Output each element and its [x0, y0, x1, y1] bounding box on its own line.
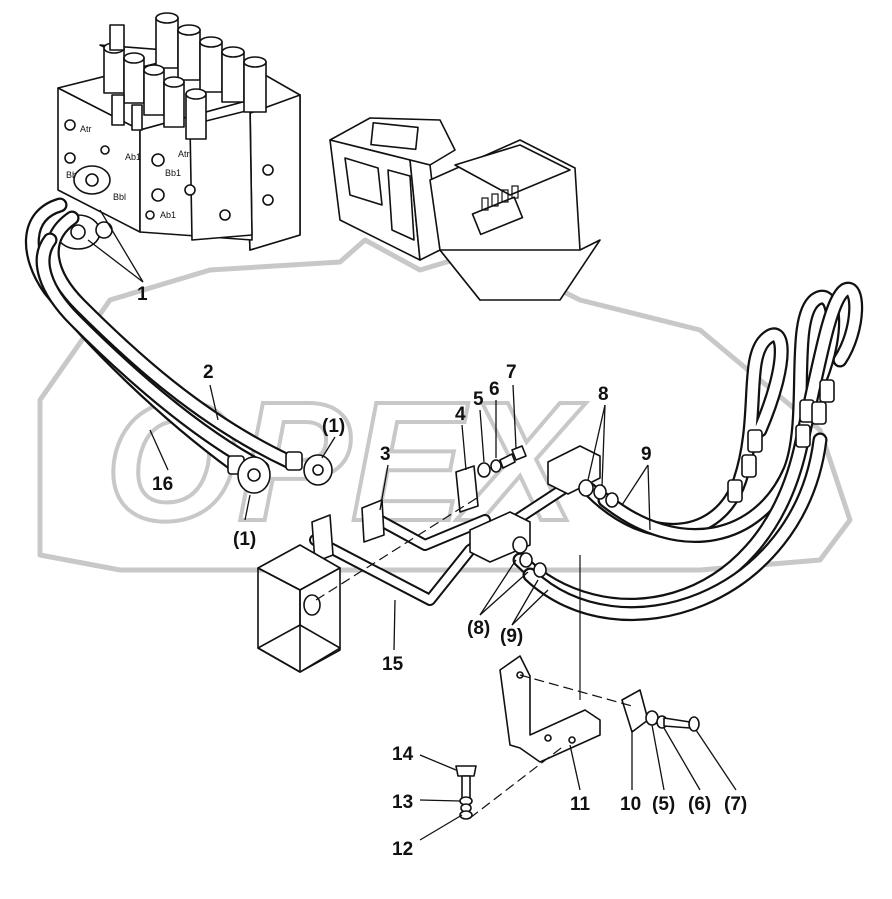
callout-7-paren: (7) — [724, 794, 747, 815]
callout-1: 1 — [137, 284, 148, 305]
port-label-3: Ab1 — [125, 152, 141, 162]
port-label-2: Atr — [178, 149, 190, 159]
bolt-stack — [455, 765, 477, 820]
valve-ports — [64, 119, 274, 221]
callout-5: 5 — [473, 389, 484, 410]
callout-9-paren: (9) — [500, 626, 523, 647]
callout-13: 13 — [392, 792, 413, 813]
hose-fittings — [512, 379, 835, 578]
support-bracket — [257, 544, 341, 673]
lower-bracket — [499, 655, 700, 763]
excavator-machine — [329, 117, 601, 301]
callout-10: 10 — [620, 794, 641, 815]
callout-4: 4 — [455, 404, 466, 425]
hoses-right — [512, 281, 864, 622]
callout-8-paren: (8) — [467, 618, 490, 639]
callout-6: 6 — [489, 379, 500, 400]
callout-14: 14 — [392, 744, 414, 765]
callout-numbers: 1 2 16 (1) (1) 3 4 5 6 7 8 9 15 (8) (9) … — [137, 284, 747, 860]
callout-5-paren: (5) — [652, 794, 675, 815]
callout-15: 15 — [382, 654, 404, 675]
assembly-lines — [315, 495, 633, 819]
solenoid-cylinders — [103, 12, 267, 140]
port-label-6: Bbl — [113, 192, 126, 202]
port-label-7: Bb — [66, 170, 77, 180]
callout-16: 16 — [152, 474, 173, 495]
machine-valve-location — [471, 185, 524, 236]
callout-6-paren: (6) — [688, 794, 711, 815]
callout-2: 2 — [203, 362, 214, 383]
callout-9: 9 — [641, 444, 652, 465]
callout-8: 8 — [598, 384, 609, 405]
port-label-1: Atr — [80, 124, 92, 134]
callout-12: 12 — [392, 839, 413, 860]
clamp-half-lower — [621, 689, 649, 733]
port-label-4: Bb1 — [165, 168, 181, 178]
callout-11: 11 — [570, 794, 591, 815]
control-valve-block: Atr Atr Ab1 Bb1 Ab1 Bbl Bb Ab — [55, 12, 301, 251]
leader-lines — [87, 209, 737, 841]
callout-1-paren-top: (1) — [322, 416, 345, 437]
hoses-left — [24, 197, 333, 494]
port-label-5: Ab1 — [160, 210, 176, 220]
callout-3: 3 — [380, 444, 391, 465]
callout-7: 7 — [506, 362, 517, 383]
callout-1-paren-bottom: (1) — [233, 529, 256, 550]
